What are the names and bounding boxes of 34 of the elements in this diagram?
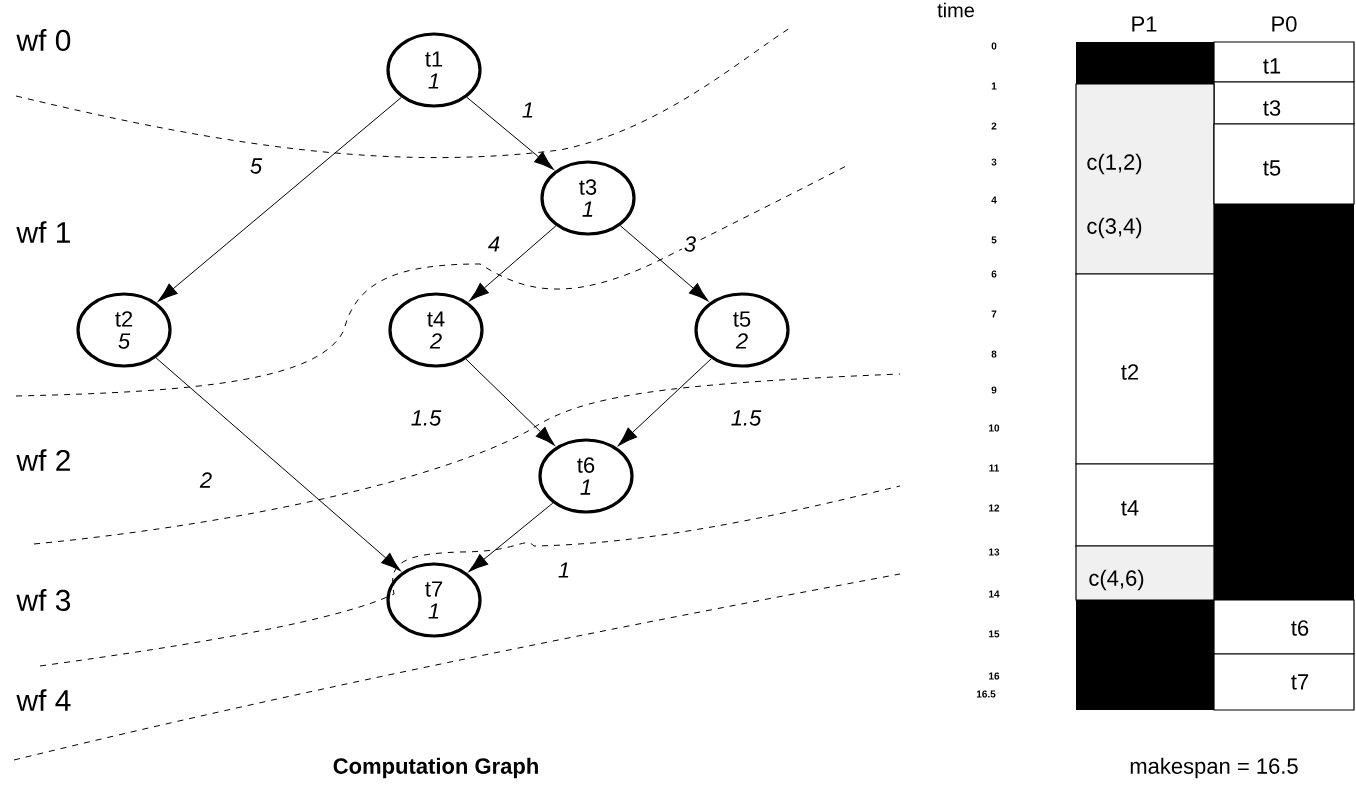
edge-label: 5 <box>247 156 265 176</box>
edge-label: 1.5 <box>408 408 444 428</box>
arrow <box>466 96 554 170</box>
wavefront-label: wf 4 <box>16 689 71 711</box>
gantt-cell: t5 <box>1213 123 1355 205</box>
gantt-cell: t7 <box>1213 653 1355 711</box>
arrow <box>155 357 401 572</box>
gantt-cell: t1 <box>1213 41 1355 83</box>
edge-label: 1.5 <box>728 408 764 428</box>
edge-label: 1 <box>519 100 537 120</box>
makespan-label: makespan = 16.5 <box>1130 757 1298 779</box>
arrow <box>468 502 554 572</box>
arrow <box>469 225 557 302</box>
gantt-cell: c(4,6) <box>1075 545 1215 601</box>
wavefront-label: wf 2 <box>16 449 70 471</box>
graph-caption: Computation Graph <box>333 757 538 779</box>
edge-label: 2 <box>197 470 215 490</box>
axis-label: time <box>937 2 974 18</box>
gantt-cell: t6 <box>1213 599 1355 655</box>
edge-label: 3 <box>681 234 699 254</box>
column-header: P1 <box>1132 16 1157 32</box>
edge-label: 1 <box>555 560 573 580</box>
gantt-cell: c(1,2) c(3,4) <box>1075 83 1215 275</box>
wavefront-label: wf 3 <box>16 589 71 611</box>
gantt-cell: t4 <box>1075 463 1215 547</box>
arrow <box>158 96 402 302</box>
gantt-cell: t3 <box>1213 81 1355 125</box>
arrow <box>619 225 709 302</box>
wavefront-label: wf 1 <box>16 221 70 243</box>
wavefront-label: wf 0 <box>16 29 71 51</box>
column-header: P0 <box>1272 16 1297 32</box>
arrow <box>617 358 712 447</box>
edge-label: 4 <box>485 234 503 254</box>
arrow <box>465 358 555 446</box>
